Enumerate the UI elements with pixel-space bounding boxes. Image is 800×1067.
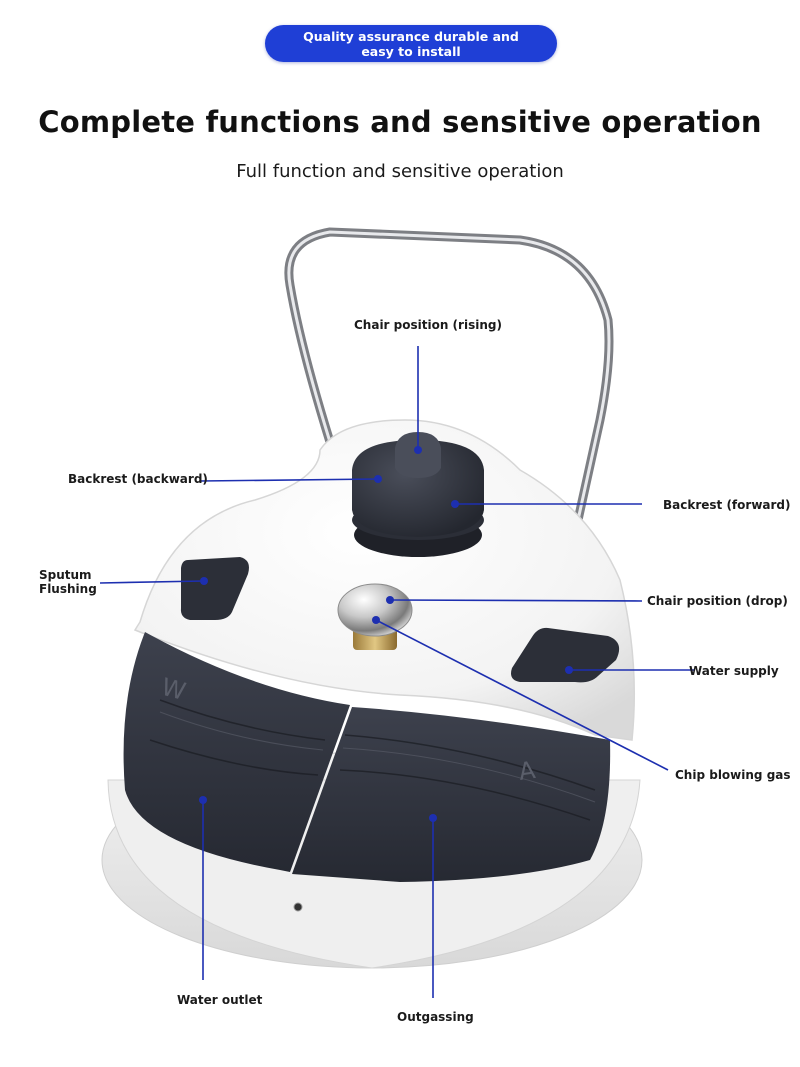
quality-badge-text: Quality assurance durable and easy to in…: [303, 28, 519, 59]
label-chip-blowing: Chip blowing gas: [675, 768, 791, 782]
handle-bar: [284, 227, 614, 525]
pedal-letter-a: A: [517, 756, 538, 786]
label-backrest-backward: Backrest (backward): [68, 472, 208, 486]
label-chair-drop: Chair position (drop): [647, 594, 788, 608]
label-water-supply: Water supply: [689, 664, 779, 678]
page-subtitle: Full function and sensitive operation: [236, 161, 564, 182]
label-chair-rising: Chair position (rising): [354, 318, 502, 332]
label-backrest-forward: Backrest (forward): [663, 498, 791, 512]
sputum-flushing-button: [180, 557, 249, 620]
water-supply-button: [511, 627, 620, 683]
leader-backrest-backward: [199, 478, 379, 482]
leader-chair-drop: [389, 599, 643, 602]
leader-sputum: [99, 580, 205, 584]
quality-badge: Quality assurance durable and easy to in…: [265, 25, 557, 62]
label-outgassing: Outgassing: [397, 1010, 474, 1024]
page-title: Complete functions and sensitive operati…: [38, 105, 762, 139]
leader-chip-blowing: [375, 619, 669, 771]
label-water-outlet: Water outlet: [177, 993, 263, 1007]
label-sputum-flushing: Sputum Flushing: [39, 568, 97, 596]
